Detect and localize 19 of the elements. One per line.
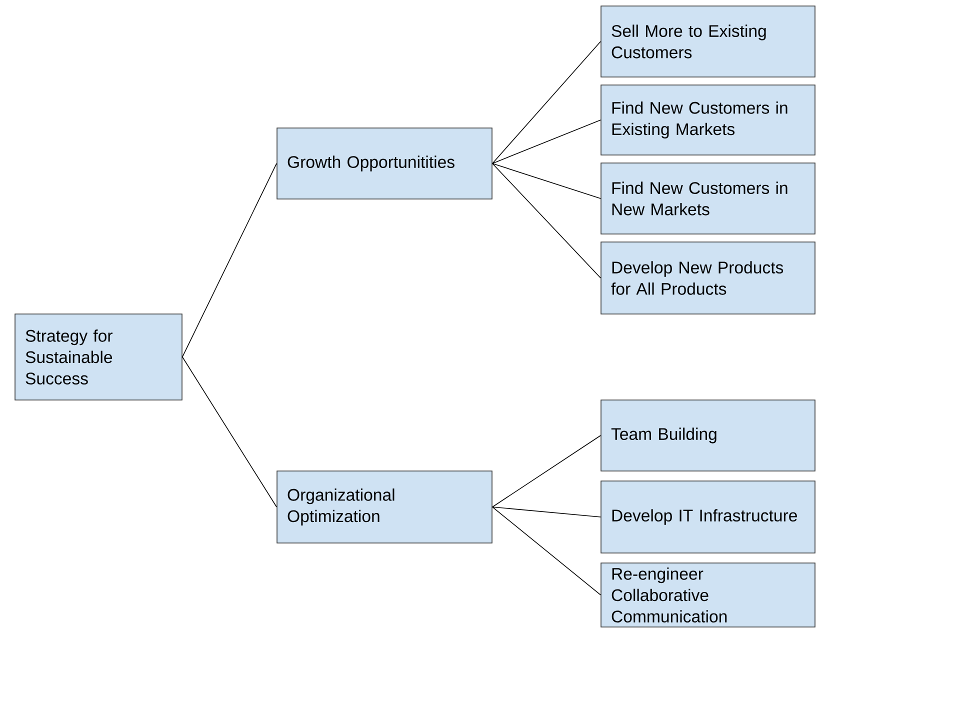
process-box: Strategy for Sustainable Success	[14, 314, 182, 400]
connector-line	[492, 435, 601, 508]
process-box: Develop New Products for All Products	[600, 242, 816, 314]
process-box: Develop IT Infrastructure	[600, 480, 816, 554]
process-box: Find New Customers in New Markets	[600, 162, 816, 234]
process-box: Sell More to Existing Customers	[600, 6, 816, 78]
connector-line	[182, 163, 278, 358]
connector-line	[182, 356, 278, 508]
connector-line	[492, 506, 601, 596]
process-box: Growth Opportunitities	[276, 128, 492, 200]
process-box: Find New Customers in Existing Markets	[600, 84, 816, 156]
process-box: Re-engineer Collaborative Communication	[600, 562, 816, 628]
connector-line	[492, 163, 601, 199]
connector-line	[492, 120, 601, 164]
process-box: Team Building	[600, 400, 816, 472]
process-box: Organizational Optimization	[276, 470, 492, 544]
connector-line	[492, 163, 601, 278]
connector-line	[492, 506, 601, 518]
connector-line	[492, 41, 601, 164]
